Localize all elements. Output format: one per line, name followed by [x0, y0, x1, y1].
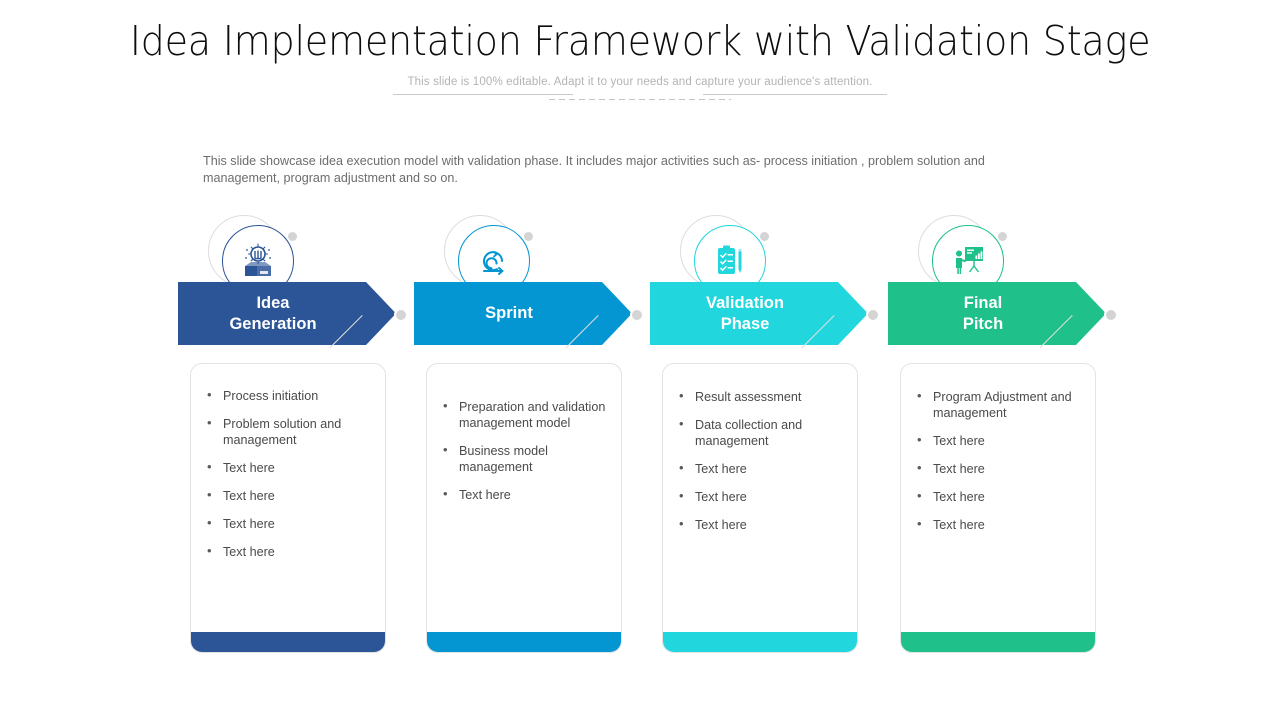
agile-loop-icon [474, 241, 514, 281]
bullet-list: Program Adjustment and management Text h… [901, 364, 1095, 533]
list-item: Process initiation [207, 387, 375, 404]
edit-artifact-line-left [393, 94, 573, 95]
edit-artifact-dashed-line [549, 99, 731, 100]
card-accent-bar [427, 632, 621, 652]
connector-dot-top [760, 232, 769, 241]
list-item: Preparation and validation management mo… [443, 398, 611, 431]
stage-card: Program Adjustment and management Text h… [900, 363, 1096, 653]
connector-dot-top [524, 232, 533, 241]
list-item: Result assessment [679, 388, 847, 405]
chevron-tip-dot [866, 308, 880, 322]
list-item: Text here [679, 516, 847, 533]
bullet-list: Preparation and validation management mo… [427, 364, 621, 503]
stage-header-banner[interactable]: Sprint [414, 282, 632, 345]
stage-column-idea-generation[interactable]: Idea Generation Process initiation Probl… [178, 215, 408, 660]
list-item: Problem solution and management [207, 415, 375, 448]
edit-artifact-line-right [703, 94, 887, 95]
list-item: Text here [207, 459, 375, 476]
bullet-list: Process initiation Problem solution and … [191, 364, 385, 560]
stage-column-validation-phase[interactable]: Validation Phase Result assessment Data … [650, 215, 880, 660]
slide-description: This slide showcase idea execution model… [203, 154, 985, 185]
list-item: Text here [679, 460, 847, 477]
stage-title: Sprint [485, 304, 533, 322]
stage-header-banner[interactable]: Final Pitch [888, 282, 1106, 345]
chevron-tip-dot [630, 308, 644, 322]
list-item: Text here [679, 488, 847, 505]
stage-column-sprint[interactable]: Sprint Preparation and validation manage… [414, 215, 644, 660]
subtitle-block: This slide is 100% editable. Adapt it to… [0, 72, 1280, 90]
list-item: Business model management [443, 442, 611, 475]
slide-header: Idea Implementation Framework with Valid… [0, 18, 1280, 64]
list-item: Text here [207, 487, 375, 504]
list-item: Text here [917, 432, 1085, 449]
list-item: Text here [207, 543, 375, 560]
stage-title: Final Pitch [962, 293, 1004, 333]
stage-title: Idea Generation [229, 293, 317, 333]
connector-dot-top [998, 232, 1007, 241]
bullet-list: Result assessment Data collection and ma… [663, 364, 857, 533]
list-item: Text here [917, 460, 1085, 477]
subtitle-text: This slide is 100% editable. Adapt it to… [407, 76, 873, 88]
card-accent-bar [901, 632, 1095, 652]
card-accent-bar [191, 632, 385, 652]
stage-column-final-pitch[interactable]: Final Pitch Program Adjustment and manag… [888, 215, 1118, 660]
list-item: Text here [207, 515, 375, 532]
stage-card: Process initiation Problem solution and … [190, 363, 386, 653]
stages-container: Idea Generation Process initiation Probl… [178, 215, 1118, 660]
stage-header-banner[interactable]: Validation Phase [650, 282, 868, 345]
stage-title: Validation Phase [706, 293, 784, 333]
list-item: Text here [917, 516, 1085, 533]
card-accent-bar [663, 632, 857, 652]
list-item: Text here [917, 488, 1085, 505]
presentation-board-icon [948, 241, 988, 281]
chevron-tip-dot [1104, 308, 1118, 322]
idea-box-icon [238, 241, 278, 281]
list-item: Data collection and management [679, 416, 847, 449]
chevron-tip-dot [394, 308, 408, 322]
stage-header-banner[interactable]: Idea Generation [178, 282, 396, 345]
page-title: Idea Implementation Framework with Valid… [129, 17, 1151, 65]
list-item: Text here [443, 486, 611, 503]
stage-card: Result assessment Data collection and ma… [662, 363, 858, 653]
stage-card: Preparation and validation management mo… [426, 363, 622, 653]
clipboard-checklist-icon [710, 241, 750, 281]
connector-dot-top [288, 232, 297, 241]
list-item: Program Adjustment and management [917, 388, 1085, 421]
